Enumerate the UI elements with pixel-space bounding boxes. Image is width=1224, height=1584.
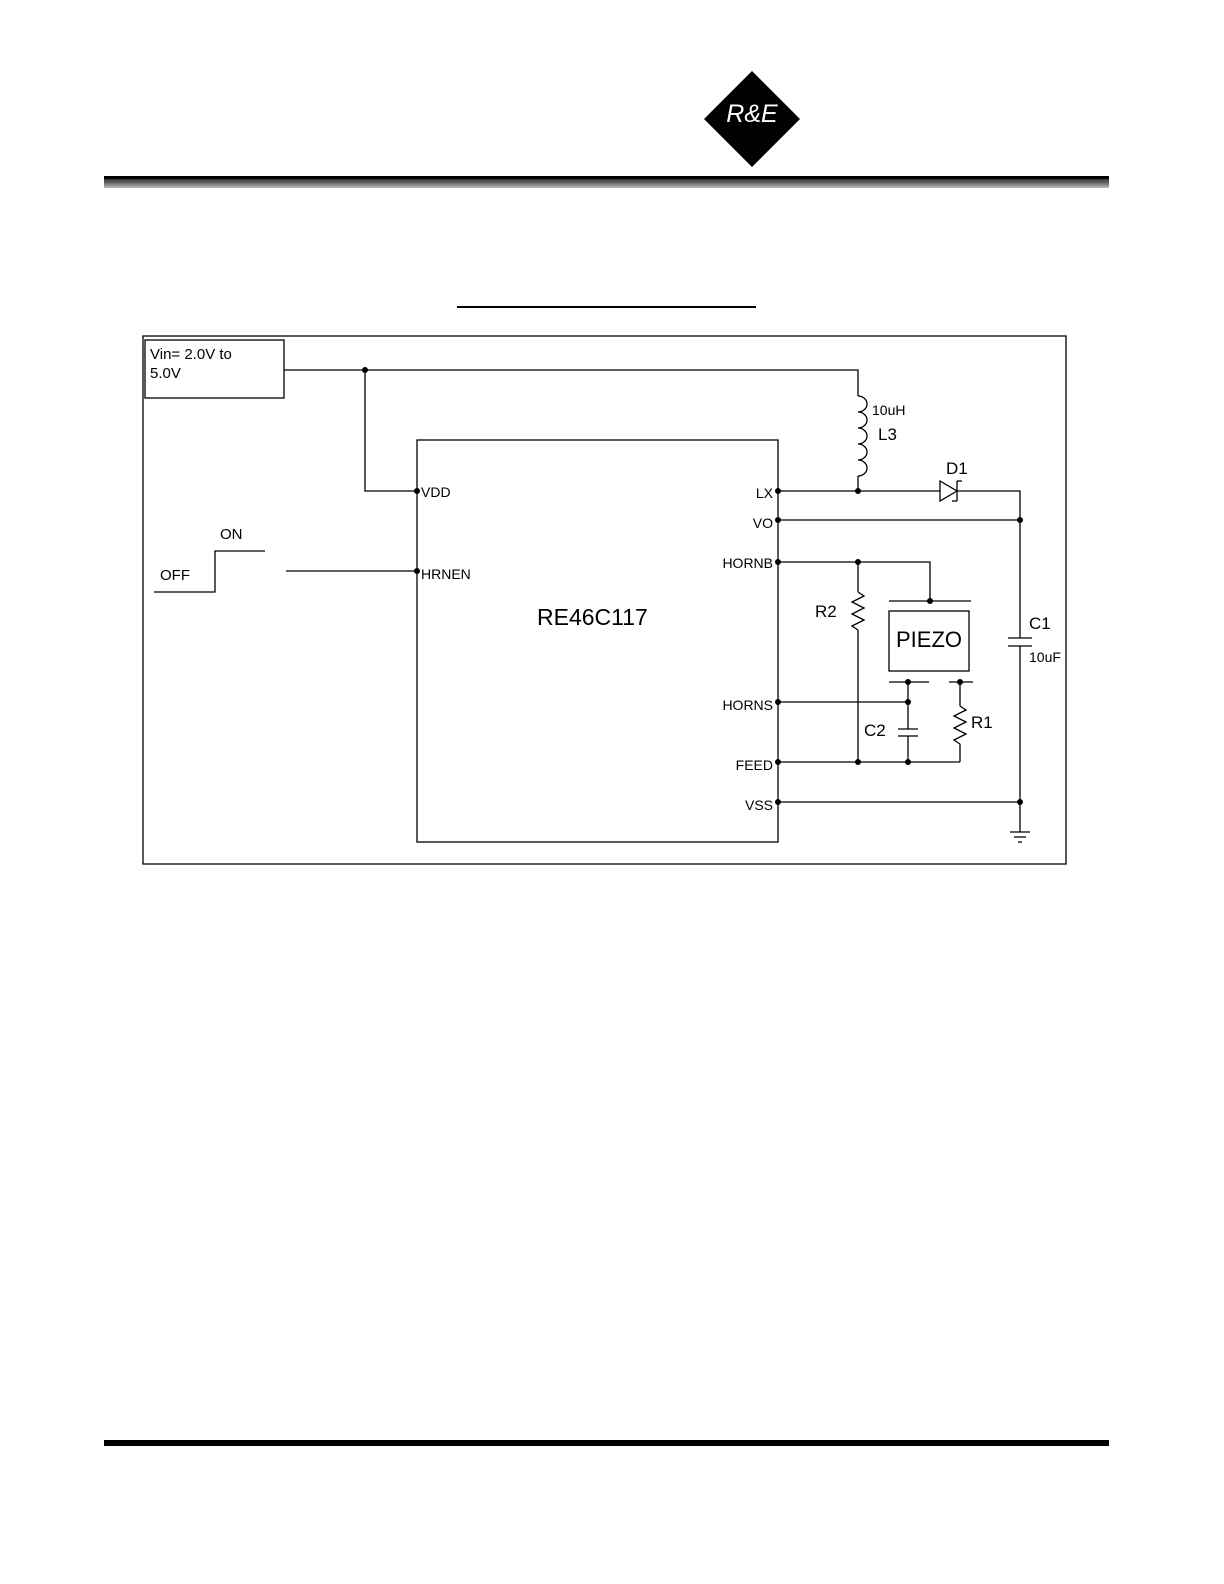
switch-off-label: OFF [160, 567, 190, 584]
resistor-r1 [952, 705, 968, 745]
vin-label-line1: Vin= 2.0V to [150, 346, 232, 363]
vin-wire [284, 369, 859, 396]
ground-icon [1010, 831, 1030, 843]
pin-vo: VO [753, 515, 773, 531]
vin-label-line2: 5.0V [150, 365, 181, 382]
schematic-frame [142, 335, 1067, 865]
ic-name: RE46C117 [537, 604, 648, 630]
switch-waveform [154, 550, 265, 593]
inductor-ref: L3 [878, 425, 897, 444]
cap2-ref: C2 [864, 721, 886, 740]
res1-ref: R1 [971, 713, 993, 732]
vdd-wire [364, 370, 417, 492]
vin-box [144, 339, 285, 399]
pin-lx: LX [756, 485, 774, 501]
footer-rule [104, 1440, 1109, 1446]
pin-hornb: HORNB [722, 555, 773, 571]
resistor-r2 [850, 591, 866, 631]
piezo-element [888, 610, 970, 672]
cap1-value: 10uF [1029, 649, 1061, 665]
res2-ref: R2 [815, 602, 837, 621]
inductor-value: 10uH [872, 402, 905, 418]
company-logo [704, 71, 800, 167]
junction-dots [362, 367, 1023, 805]
switch-on-label: ON [220, 526, 243, 543]
hornb-wire [778, 561, 931, 601]
cap1-ref: C1 [1029, 614, 1051, 633]
header-rule [104, 176, 1109, 188]
pin-vss: VSS [745, 797, 773, 813]
diode-d1 [939, 479, 959, 503]
pin-hrnen: HRNEN [421, 566, 471, 582]
ic-body [416, 439, 779, 843]
pin-horns: HORNS [722, 697, 773, 713]
title-underline [457, 306, 756, 308]
inductor-l3 [857, 395, 868, 477]
pin-feed: FEED [736, 757, 773, 773]
diode-ref: D1 [946, 459, 968, 478]
logo-text: R&E [726, 100, 778, 128]
pin-vdd: VDD [421, 484, 451, 500]
piezo-label: PIEZO [896, 627, 962, 652]
